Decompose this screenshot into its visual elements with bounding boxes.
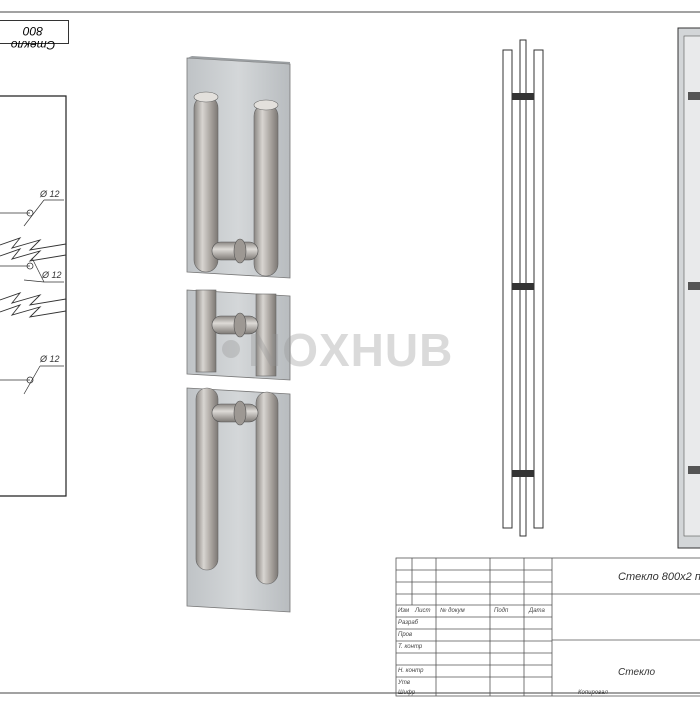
- row-developed: Разраб: [398, 620, 419, 626]
- title-block: [395, 557, 700, 697]
- bottom-left-label: Шифр: [398, 690, 416, 696]
- top-left-label-box: Стекло 800: [0, 20, 69, 52]
- header-izm: Изм: [398, 608, 410, 614]
- diameter-label-3: Ø 12: [40, 354, 60, 364]
- section-view: [0, 95, 67, 497]
- title-material: Стекло: [618, 667, 656, 678]
- row-approved: Утв: [398, 680, 410, 686]
- title-name-line: Стекло 800х2 п: [618, 571, 700, 583]
- bottom-right-label: Копировал: [578, 690, 608, 696]
- header-date: Дата: [529, 608, 545, 614]
- diameter-label-2: Ø 12: [42, 270, 62, 280]
- side-view-partial: [677, 27, 700, 549]
- header-list: Лист: [415, 608, 431, 614]
- header-sign: Подп: [494, 608, 509, 614]
- row-tech-control: Т. контр: [398, 644, 423, 650]
- watermark-dot: [222, 340, 240, 358]
- isometric-handle-view: [186, 56, 291, 613]
- watermark: NOXHUB: [248, 324, 454, 376]
- header-doc: № докум: [440, 608, 465, 614]
- diameter-label-1: Ø 12: [40, 189, 60, 199]
- row-norm-control: Н. контр: [398, 668, 424, 674]
- top-left-label: Стекло 800: [10, 24, 56, 52]
- row-checked: Пров: [398, 632, 413, 638]
- front-view-handle: [502, 39, 544, 537]
